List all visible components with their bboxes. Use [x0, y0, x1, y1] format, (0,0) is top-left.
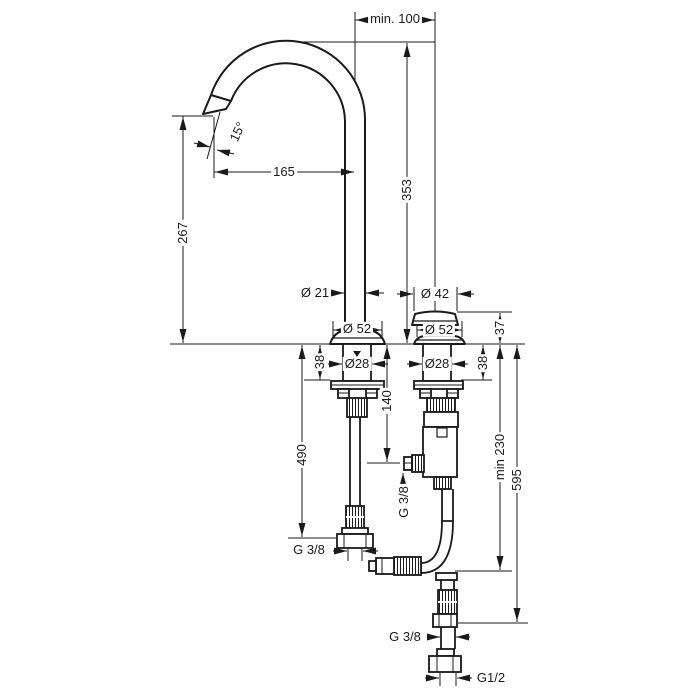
dim-label-595: 595	[508, 467, 525, 493]
hose-bend	[420, 520, 454, 574]
valve-underdeck-assembly	[368, 343, 464, 673]
dim-label-267: 267	[174, 220, 191, 246]
dim-label-353: 353	[398, 177, 415, 203]
dim-label-37: 37	[491, 318, 508, 338]
dim-label-g38-port: G 3/8	[395, 484, 412, 520]
hex-fitting	[432, 613, 458, 628]
dim-label-d28-left: Ø28	[342, 355, 372, 372]
dim-label-d28-right: Ø28	[422, 355, 452, 372]
dim-label-38-right: 38	[474, 353, 491, 373]
dim-label-38-left: 38	[311, 352, 328, 372]
spout-tube	[202, 39, 367, 332]
angle-reference-line	[206, 111, 221, 160]
dim-label-g38-left: G 3/8	[291, 541, 327, 558]
dim-label-min-230: min 230	[491, 431, 508, 483]
dim-label-490: 490	[293, 442, 310, 468]
g12-connector-nut	[428, 655, 462, 673]
dim-label-min-100: min. 100	[368, 10, 422, 27]
dim-label-d21: Ø 21	[298, 284, 332, 301]
spout-tip-joint	[210, 94, 232, 102]
dim-label-d52-left: Ø 52	[340, 320, 374, 337]
spout-outline	[202, 39, 386, 345]
valve-side-port	[411, 454, 425, 473]
dim-label-d42: Ø 42	[418, 285, 452, 302]
hose-crimp-left	[346, 397, 368, 418]
dim-label-165: 165	[271, 163, 297, 180]
dimension-arrows	[179, 16, 521, 682]
handle-knob	[411, 310, 459, 326]
dim-label-g12: G1/2	[474, 669, 508, 686]
dim-label-d52-right: Ø 52	[422, 321, 456, 338]
dim-label-g38-bottom: G 3/8	[387, 628, 423, 645]
spout-underdeck-assembly	[330, 343, 385, 549]
hose-nut-left	[336, 533, 374, 549]
dim-label-140: 140	[378, 388, 395, 414]
hose-crimp-inlet	[393, 556, 422, 576]
